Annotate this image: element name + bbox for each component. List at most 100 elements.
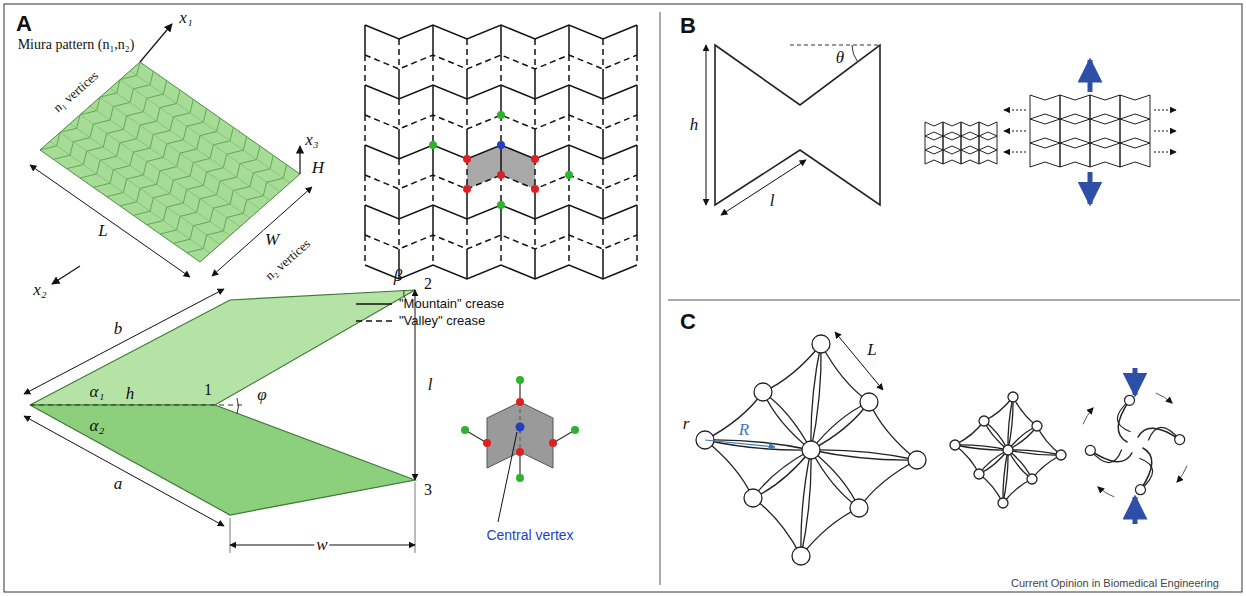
line-art (497, 111, 505, 119)
line-art (80, 115, 240, 227)
line-art (534, 69, 536, 99)
legend-sample (355, 299, 393, 309)
line-art (1120, 119, 1150, 143)
line-art (516, 448, 524, 456)
line-art (908, 451, 926, 469)
line-art (531, 185, 539, 193)
line-art (534, 99, 536, 129)
line-art (1154, 152, 1176, 153)
line-art (467, 145, 535, 189)
line-art (516, 398, 524, 406)
dimension-label: w (314, 536, 329, 555)
line-art (534, 159, 536, 189)
line-art (568, 115, 570, 145)
line-art (568, 55, 570, 85)
line-art (534, 249, 536, 279)
line-art (974, 469, 984, 479)
angle-label: θ (836, 49, 844, 68)
line-art (602, 129, 604, 159)
axis-label: x₁ (179, 9, 192, 28)
line-art (1004, 131, 1026, 132)
angle-label: α₁ (90, 383, 105, 402)
line-art (1030, 119, 1060, 143)
line-art (753, 450, 811, 556)
lower-facet (30, 405, 415, 515)
line-art (979, 122, 997, 136)
line-art (961, 122, 979, 136)
line-art (925, 122, 943, 136)
dimension-line (721, 160, 806, 215)
line-art (1120, 143, 1150, 167)
line-art (500, 115, 502, 145)
frame (4, 4, 1242, 592)
line-art (364, 235, 366, 265)
line-art (497, 201, 505, 209)
axis-arrow (299, 146, 300, 174)
line-art (534, 219, 536, 249)
line-art (432, 235, 434, 265)
line-art (466, 39, 468, 69)
load-arrow (1133, 368, 1138, 395)
line-art (100, 97, 260, 209)
dimension-line (835, 332, 883, 390)
extension-line (415, 482, 416, 553)
line-art (1032, 421, 1042, 431)
line-art (500, 25, 502, 55)
upper-facet (30, 290, 415, 405)
line-art (70, 124, 230, 236)
line-art (432, 85, 434, 115)
line-art (1083, 408, 1093, 425)
line-art (432, 115, 434, 145)
auxetic-lattice (925, 95, 1176, 167)
line-art (602, 189, 604, 219)
line-art (998, 498, 1008, 508)
line-art (636, 145, 638, 175)
leader-line (498, 432, 517, 522)
line-art (429, 141, 437, 149)
line-art (432, 25, 434, 55)
radius-line (705, 440, 775, 447)
panel-letter: B (680, 14, 696, 38)
dimension-line (706, 45, 707, 205)
line-art (602, 249, 604, 279)
line-art (568, 85, 570, 115)
line-art (398, 159, 400, 189)
line-art (1090, 143, 1120, 167)
dimension-label: l (768, 192, 777, 211)
line-art (811, 402, 917, 460)
line-art (1060, 95, 1090, 119)
line-art (568, 205, 570, 235)
divider (668, 300, 1240, 301)
line-art (497, 141, 505, 149)
line-art (602, 39, 604, 69)
line-art (979, 136, 997, 150)
journal-credit: Current Opinion in Biomedical Engineerin… (1011, 577, 1219, 589)
line-art (432, 175, 434, 205)
count-label: n₁ vertices (51, 69, 102, 116)
dimension-label: b (112, 320, 125, 339)
line-art (140, 62, 300, 174)
line-art (602, 159, 604, 189)
angle-label: φ (257, 386, 266, 405)
line-art (497, 171, 505, 179)
vertex-number: 2 (424, 275, 432, 293)
line-art (792, 547, 810, 565)
line-art (466, 99, 468, 129)
line-art (1175, 435, 1185, 445)
line-art (961, 136, 979, 150)
line-art (1085, 445, 1095, 455)
line-art (466, 69, 468, 99)
line-art (1004, 110, 1026, 111)
dimension-label: L (96, 222, 109, 241)
line-art (1027, 474, 1037, 484)
line-art (1098, 487, 1115, 497)
vertex-number: 1 (204, 381, 212, 399)
line-art (1120, 95, 1150, 119)
dimension-label: W (263, 231, 281, 250)
dimension-label: l (428, 376, 433, 395)
load-arrow (1133, 497, 1138, 524)
line-art (950, 440, 960, 450)
line-art (943, 150, 961, 164)
line-art (744, 489, 762, 507)
